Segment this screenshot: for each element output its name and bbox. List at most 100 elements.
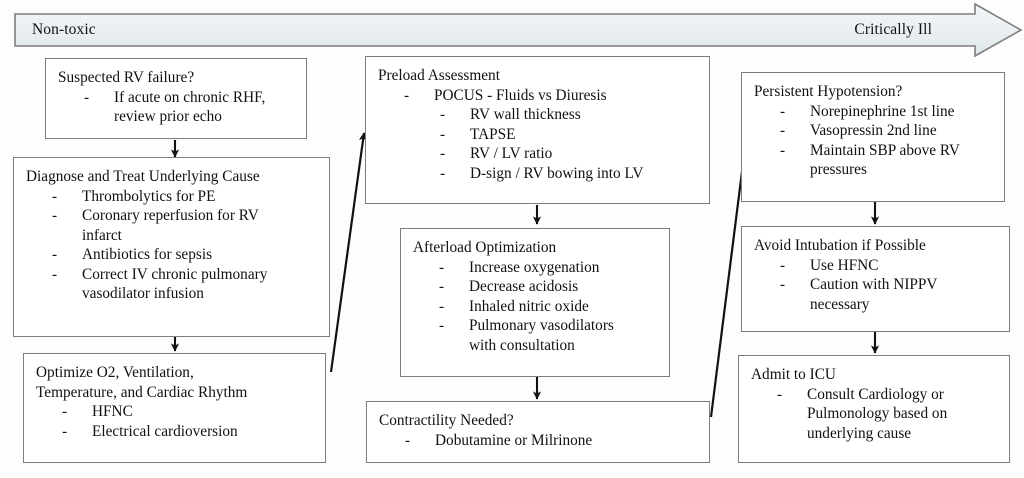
bullet-item-cont: underlying cause [751, 424, 999, 444]
banner-left-label: Non-toxic [32, 21, 96, 38]
sub-bullet-text: RV wall thickness [470, 106, 581, 124]
bullet-list: - If acute on chronic RHF, review prior … [58, 88, 296, 127]
bullet-text: If acute on chronic RHF, [114, 88, 266, 106]
bullet-item-cont: necessary [754, 295, 999, 315]
bullet-text: infarct [82, 226, 122, 244]
node-admit-to-icu[interactable]: Admit to ICU - Consult Cardiology or Pul… [738, 355, 1010, 463]
bullet-dash: - [52, 246, 58, 264]
bullet-text: POCUS - Fluids vs Diuresis [434, 86, 607, 104]
bullet-item: - Dobutamine or Milrinone [379, 431, 699, 451]
bullet-text: Increase oxygenation [469, 258, 600, 276]
bullet-item: - Vasopressin 2nd line [754, 121, 994, 141]
sub-bullet-item: - RV wall thickness [378, 105, 699, 125]
bullet-item-cont: infarct [26, 226, 319, 246]
bullet-item: - Norepinephrine 1st line [754, 102, 994, 122]
bullet-dash: - [439, 297, 445, 315]
spectrum-banner: Non-toxic Critically Ill [14, 13, 1020, 47]
bullet-text: Norepinephrine 1st line [810, 102, 955, 120]
bullet-text: underlying cause [807, 424, 912, 442]
edge-left-column-to-preload [329, 132, 368, 373]
node-suspected-rv-failure[interactable]: Suspected RV failure? - If acute on chro… [45, 58, 307, 139]
bullet-text: vasodilator infusion [82, 285, 204, 303]
bullet-dash: - [405, 431, 411, 449]
bullet-item: - Inhaled nitric oxide [413, 297, 659, 317]
node-diagnose-treat-cause[interactable]: Diagnose and Treat Underlying Cause - Th… [13, 157, 330, 337]
bullet-dash: - [52, 187, 58, 205]
bullet-dash: - [62, 422, 68, 440]
node-title: Contractility Needed? [379, 412, 514, 429]
bullet-list: - Norepinephrine 1st line - Vasopressin … [754, 102, 994, 180]
bullet-item: - Caution with NIPPV [754, 275, 999, 295]
bullet-text: Caution with NIPPV [810, 276, 938, 294]
node-optimize-o2-ventilation[interactable]: Optimize O2, Ventilation, Temperature, a… [23, 353, 326, 463]
bullet-dash: - [780, 141, 786, 159]
bullet-dash: - [52, 265, 58, 283]
bullet-dash: - [777, 385, 783, 403]
sub-bullet-item: - D-sign / RV bowing into LV [378, 164, 699, 184]
bullet-list: - Thrombolytics for PE - Coronary reperf… [26, 187, 319, 305]
sub-bullet-item: - RV / LV ratio [378, 144, 699, 164]
node-title: Admit to ICU [751, 366, 836, 383]
bullet-item-cont: pressures [754, 160, 994, 180]
bullet-list: - Dobutamine or Milrinone [379, 431, 699, 451]
node-contractility-needed[interactable]: Contractility Needed? - Dobutamine or Mi… [366, 401, 710, 463]
node-avoid-intubation[interactable]: Avoid Intubation if Possible - Use HFNC … [741, 226, 1010, 332]
bullet-text: pressures [810, 161, 867, 179]
bullet-text: Antibiotics for sepsis [82, 246, 213, 264]
bullet-item-cont: with consultation [413, 336, 659, 356]
node-title: Diagnose and Treat Underlying Cause [26, 168, 260, 185]
bullet-text: Consult Cardiology or [807, 385, 944, 403]
sub-bullet-dash: - [440, 145, 446, 163]
bullet-list: - POCUS - Fluids vs Diuresis [378, 86, 699, 106]
node-title-line-1: Optimize O2, Ventilation, [36, 364, 194, 381]
bullet-item: - Thrombolytics for PE [26, 187, 319, 207]
bullet-item: - Antibiotics for sepsis [26, 245, 319, 265]
sub-bullet-item: - TAPSE [378, 125, 699, 145]
bullet-text: Maintain SBP above RV [810, 141, 960, 159]
bullet-item: - Correct IV chronic pulmonary [26, 265, 319, 285]
bullet-text: Use HFNC [810, 256, 879, 274]
bullet-item-cont: Pulmonology based on [751, 404, 999, 424]
bullet-dash: - [404, 86, 410, 104]
bullet-item: - Increase oxygenation [413, 258, 659, 278]
node-title: Afterload Optimization [413, 239, 557, 256]
bullet-text: Pulmonary vasodilators [469, 317, 614, 335]
sub-bullet-dash: - [440, 164, 446, 182]
bullet-dash: - [439, 258, 445, 276]
bullet-text: Thrombolytics for PE [82, 187, 216, 205]
bullet-text: Coronary reperfusion for RV [82, 207, 259, 225]
sub-bullet-text: RV / LV ratio [470, 145, 553, 163]
bullet-list: - Consult Cardiology or Pulmonology base… [751, 385, 999, 444]
bullet-text: review prior echo [114, 108, 222, 126]
bullet-list: - HFNC - Electrical cardioversion [36, 402, 315, 441]
node-afterload-optimization[interactable]: Afterload Optimization - Increase oxygen… [400, 228, 670, 377]
bullet-item: - Coronary reperfusion for RV [26, 206, 319, 226]
bullet-list: - Use HFNC - Caution with NIPPV necessar… [754, 256, 999, 315]
node-title: Suspected RV failure? [58, 69, 195, 86]
bullet-text: Vasopressin 2nd line [810, 122, 937, 140]
bullet-dash: - [52, 207, 58, 225]
node-persistent-hypotension[interactable]: Persistent Hypotension? - Norepinephrine… [741, 72, 1005, 202]
bullet-item: - Electrical cardioversion [36, 422, 315, 442]
bullet-text: Correct IV chronic pulmonary [82, 265, 268, 283]
node-title-line-2: Temperature, and Cardiac Rhythm [36, 383, 248, 401]
bullet-item: - Pulmonary vasodilators [413, 316, 659, 336]
bullet-item: - HFNC [36, 402, 315, 422]
bullet-dash: - [439, 317, 445, 335]
banner-right-label: Critically Ill [854, 21, 932, 38]
bullet-item-cont: review prior echo [58, 107, 296, 127]
node-preload-assessment[interactable]: Preload Assessment - POCUS - Fluids vs D… [365, 56, 710, 204]
bullet-text: Inhaled nitric oxide [469, 297, 589, 315]
node-title: Preload Assessment [378, 67, 500, 84]
bullet-text: Pulmonology based on [807, 405, 948, 423]
bullet-list: - Increase oxygenation - Decrease acidos… [413, 258, 659, 356]
bullet-item: - If acute on chronic RHF, [58, 88, 296, 108]
bullet-item: - POCUS - Fluids vs Diuresis [378, 86, 699, 106]
node-title: Persistent Hypotension? [754, 83, 903, 100]
bullet-text: necessary [810, 295, 870, 313]
bullet-item: - Consult Cardiology or [751, 385, 999, 405]
sub-bullet-dash: - [440, 125, 446, 143]
bullet-item: - Maintain SBP above RV [754, 141, 994, 161]
bullet-item-cont: vasodilator infusion [26, 284, 319, 304]
